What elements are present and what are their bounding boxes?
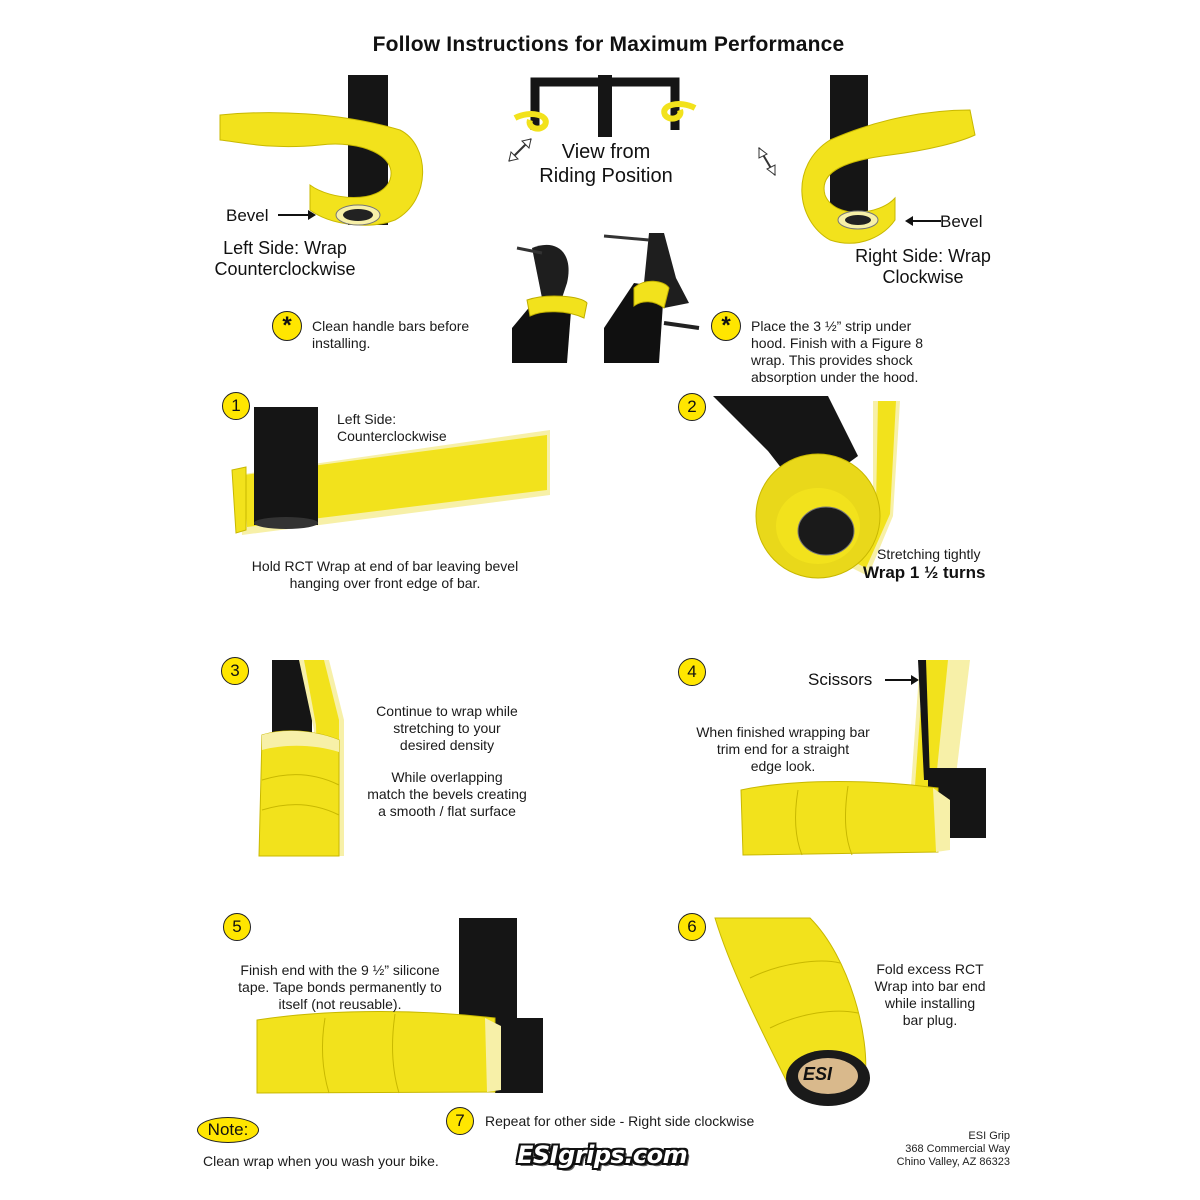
view-line1: View from (561, 141, 651, 163)
hood-photo-left (512, 228, 597, 363)
note-badge: Note: (197, 1117, 259, 1143)
right-side-caption: Right Side: Wrap Clockwise (838, 246, 1008, 288)
step-3-badge: 3 (221, 657, 249, 685)
step-5-line3: itself (not reusable). (278, 996, 402, 1012)
star-badge-hood: * (711, 311, 741, 341)
company-name: ESI Grip (968, 1130, 1010, 1142)
step-6-line1: Fold excess RCT (876, 961, 984, 977)
step-7-text: Repeat for other side - Right side clock… (485, 1113, 755, 1129)
step-2-illustration (713, 396, 900, 579)
step-4-illustration (740, 660, 986, 856)
hood-line3: wrap. This provides shock (751, 352, 913, 368)
note-text: Clean wrap when you wash your bike. (203, 1153, 439, 1169)
bevel-right-arrow (905, 216, 941, 226)
clean-line1: Clean handle bars before (312, 318, 470, 334)
company-city: Chino Valley, AZ 86323 (896, 1156, 1010, 1168)
step-3-line2: stretching to your (393, 720, 501, 736)
step-5-badge: 5 (223, 913, 251, 941)
bevel-right-label: Bevel (940, 212, 983, 231)
step-4-line1: When finished wrapping bar (696, 724, 870, 740)
star-badge-clean: * (272, 311, 302, 341)
view-from-caption: View from Riding Position (506, 140, 706, 188)
step-2-caption2: Wrap 1 ½ turns (863, 563, 986, 582)
view-line2: Riding Position (539, 165, 673, 187)
step-4-badge: 4 (678, 658, 706, 686)
clean-line2: installing. (312, 335, 371, 351)
hood-note: Place the 3 ½” strip under hood. Finish … (751, 318, 951, 386)
step-1-caption: Hold RCT Wrap at end of bar leaving beve… (225, 558, 545, 592)
clean-note: Clean handle bars before installing. (312, 318, 492, 352)
step-3-line1: Continue to wrap while (376, 703, 518, 719)
step-5-illustration (256, 918, 543, 1094)
step-3-line3: desired density (399, 737, 495, 753)
bevel-left-arrow (278, 210, 316, 220)
step-1-badge: 1 (222, 392, 250, 420)
hood-line1: Place the 3 ½” strip under (751, 318, 912, 334)
left-side-line2: Counterclockwise (214, 259, 356, 279)
step-6-line4: bar plug. (902, 1012, 958, 1028)
step-6-badge: 6 (678, 913, 706, 941)
step-1-caption2: hanging over front edge of bar. (289, 575, 481, 591)
step-4-line3: edge look. (750, 758, 816, 774)
scissors-label: Scissors (808, 670, 873, 689)
bevel-left-label: Bevel (226, 206, 269, 225)
step-3-line6: a smooth / flat surface (378, 803, 516, 819)
plug-logo: ESI (803, 1064, 833, 1084)
step-6-illustration (714, 917, 870, 1106)
step-1-label: Left Side: Counterclockwise (337, 411, 447, 445)
step-5-text: Finish end with the 9 ½” silicone tape. … (225, 962, 455, 1013)
company-street: 368 Commercial Way (905, 1143, 1010, 1155)
hood-line2: hood. Finish with a Figure 8 (751, 335, 923, 351)
hood-line4: absorption under the hood. (751, 369, 919, 385)
step-2-caption1: Stretching tightly (877, 546, 981, 562)
right-side-line2: Clockwise (882, 267, 964, 287)
step-2-badge: 2 (678, 393, 706, 421)
left-wrap-illustration (219, 75, 424, 226)
left-side-caption: Left Side: Wrap Counterclockwise (190, 238, 380, 280)
step-5-line2: tape. Tape bonds permanently to (238, 979, 442, 995)
step-3-text: Continue to wrap while stretching to you… (357, 703, 537, 820)
step-3-illustration (258, 660, 344, 857)
hood-photo-right (603, 228, 700, 363)
step-3-line4: While overlapping (391, 769, 503, 785)
step-1-illustration (231, 407, 550, 535)
esigrips-logo: ESIgrips.com (517, 1141, 688, 1169)
step-6-line3: while installing (884, 995, 976, 1011)
double-arrow-right-icon (758, 147, 776, 176)
page-title: Follow Instructions for Maximum Performa… (372, 33, 845, 56)
handlebar-top-view (513, 75, 697, 137)
step-6-text: Fold excess RCT Wrap into bar end while … (860, 961, 1000, 1029)
step-1-label1: Left Side: (337, 411, 397, 427)
left-side-line1: Left Side: Wrap (223, 238, 347, 258)
scissors-arrow (885, 675, 919, 685)
right-wrap-illustration (801, 75, 976, 244)
step-1-label2: Counterclockwise (337, 428, 447, 444)
double-arrow-left-icon (508, 138, 532, 162)
step-4-line2: trim end for a straight (716, 741, 850, 757)
step-7-badge: 7 (446, 1107, 474, 1135)
step-4-text: When finished wrapping bar trim end for … (683, 724, 883, 775)
right-side-line1: Right Side: Wrap (855, 246, 991, 266)
step-1-caption1: Hold RCT Wrap at end of bar leaving beve… (251, 558, 519, 574)
step-6-line2: Wrap into bar end (874, 978, 986, 994)
company-address: ESI Grip 368 Commercial Way Chino Valley… (860, 1130, 1010, 1169)
step-3-line5: match the bevels creating (367, 786, 527, 802)
step-5-line1: Finish end with the 9 ½” silicone (240, 962, 440, 978)
